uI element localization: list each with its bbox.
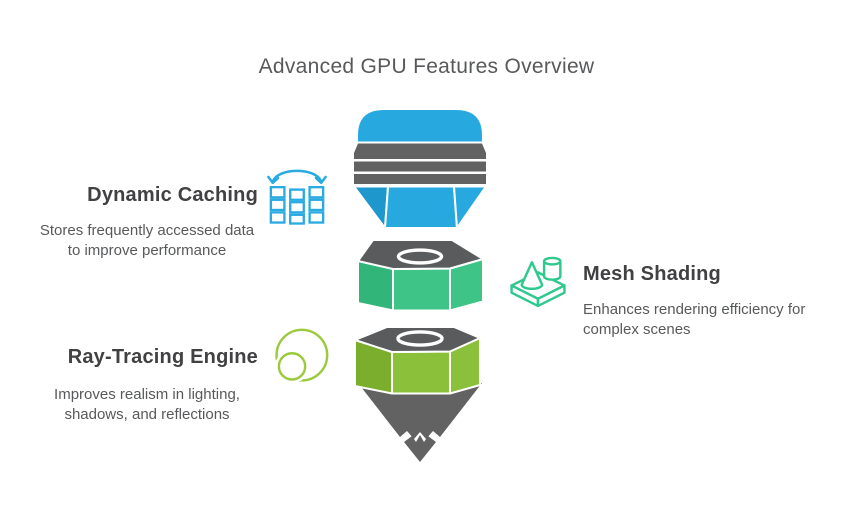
feature-description-ray-tracing: Improves realism in lighting, shadows, a… — [54, 386, 240, 424]
feature-title-mesh-shading: Mesh Shading — [583, 263, 721, 285]
feature-dynamic-caching: Dynamic Caching Stores frequently access… — [20, 183, 258, 262]
feature-title-ray-tracing: Ray-Tracing Engine — [67, 346, 258, 368]
feature-ray-tracing: Ray-Tracing Engine Improves realism in l… — [20, 345, 258, 426]
funnel-layer-mesh — [357, 239, 484, 312]
feature-mesh-shading: Mesh Shading Enhances rendering efficien… — [583, 262, 823, 341]
funnel-layer-ray — [354, 326, 482, 462]
ray-bounce-icon — [270, 326, 330, 388]
feature-description-dynamic-caching: Stores frequently accessed data to impro… — [39, 222, 255, 260]
gpu-funnel-graphic — [350, 106, 490, 462]
mesh-3d-objects-icon — [505, 249, 571, 312]
page-title: Advanced GPU Features Overview — [258, 55, 595, 78]
cache-memory-icon — [266, 161, 328, 225]
feature-description-mesh-shading: Enhances rendering efficiency for comple… — [583, 301, 806, 339]
funnel-layer-cache — [353, 110, 487, 229]
feature-title-dynamic-caching: Dynamic Caching — [87, 184, 258, 206]
